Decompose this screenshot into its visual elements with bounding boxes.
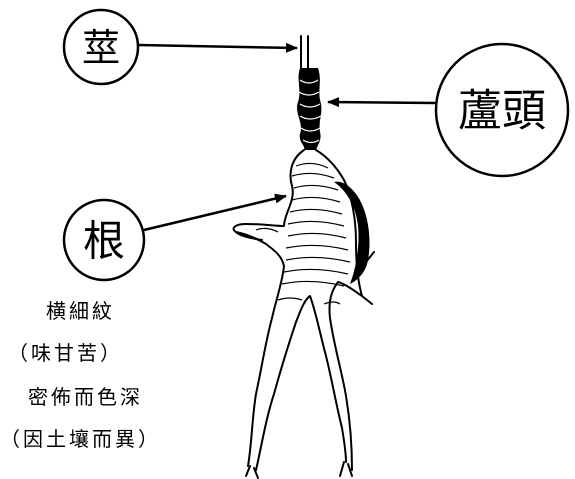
root-arrow xyxy=(143,193,287,232)
description-notes: 横細紋 （味甘苦） 密佈而色深 （因土壤而異） xyxy=(0,299,161,451)
note-line-4: （因土壤而異） xyxy=(0,427,161,451)
root-label: 根 xyxy=(83,217,125,266)
stem-callout: 莖 xyxy=(62,8,298,86)
rhizome-label-circle xyxy=(434,42,570,178)
note-line-2: （味甘苦） xyxy=(8,341,123,365)
root-wrinkles xyxy=(255,162,351,305)
root-left-tip xyxy=(235,231,263,241)
root-label-circle xyxy=(62,198,146,282)
side-root xyxy=(334,181,370,284)
stem-label-circle xyxy=(62,8,140,86)
rhizome-rings xyxy=(298,79,322,144)
root-callout: 根 xyxy=(62,193,287,282)
note-line-3: 密佈而色深 xyxy=(28,385,143,409)
stem-arrow xyxy=(137,42,298,53)
rhizome-label: 蘆頭 xyxy=(458,86,546,137)
rhizome-callout: 蘆頭 xyxy=(327,42,570,178)
root-hairs xyxy=(245,251,375,479)
ginseng-illustration xyxy=(232,35,375,479)
stem-label: 莖 xyxy=(82,26,120,70)
rhizome-arrow xyxy=(327,97,437,108)
root-body xyxy=(232,149,363,471)
note-line-1: 横細紋 xyxy=(46,299,115,323)
